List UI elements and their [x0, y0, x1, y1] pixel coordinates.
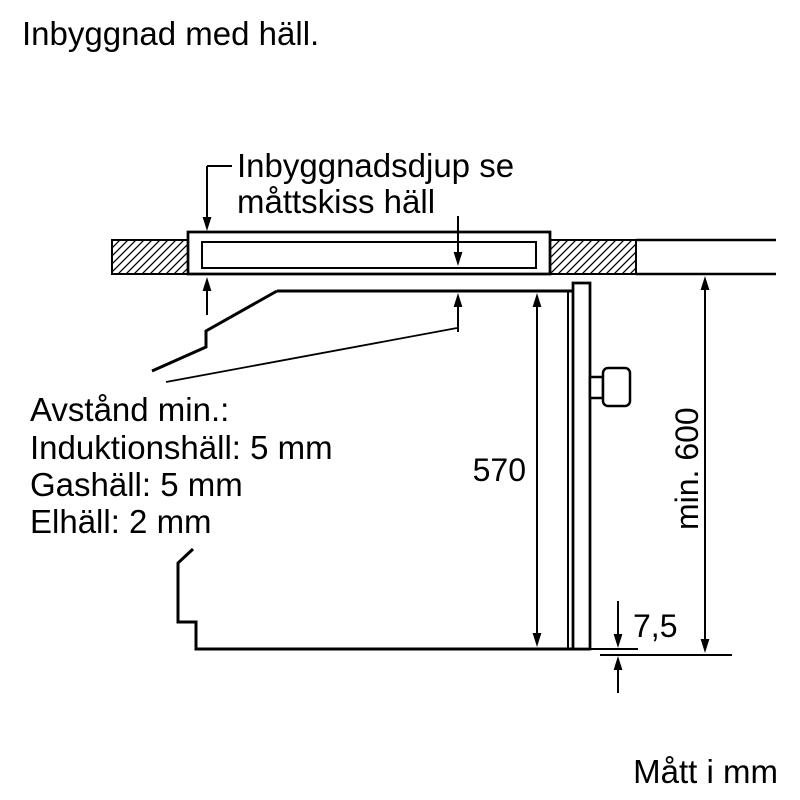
worktop-right-section — [547, 239, 637, 275]
dim-570-arrow-bottom — [532, 633, 542, 647]
oven-cabinet — [151, 289, 590, 651]
dim-7-5-value: 7,5 — [633, 608, 677, 644]
diagram-title: Inbyggnad med häll. — [22, 15, 319, 52]
door-handle-knob — [601, 366, 632, 408]
dim-7-5-arrow-up-head — [613, 656, 623, 670]
cabinet-front-break-line — [151, 289, 278, 373]
hob-depth-label-line1: Inbyggnadsdjup se — [237, 147, 514, 184]
clearance-item-induction: Induktionshäll: 5 mm — [30, 429, 333, 466]
hob-depth-arrow-right-head — [453, 252, 463, 266]
clearance-item-gas: Gashäll: 5 mm — [30, 466, 243, 503]
clearance-heading: Avstånd min.: — [30, 391, 229, 428]
dim-7-5-arrow-down-head — [613, 634, 623, 648]
hob-depth-arrow-left-head — [202, 217, 212, 231]
hob-depth-callout: Inbyggnadsdjup se måttskiss häll — [202, 147, 514, 266]
clearance-item-electric: Elhäll: 2 mm — [30, 503, 212, 540]
clearance-leader-line — [165, 327, 458, 383]
cabinet-bottom-outline — [176, 547, 590, 651]
dim-min-600: min. 600 — [669, 276, 710, 653]
dim-min-600-arrow-bottom — [700, 639, 710, 653]
dim-min-600-arrow-top — [700, 276, 710, 290]
units-note: Mått i mm — [633, 753, 778, 790]
worktop-left — [111, 239, 191, 275]
worktop-left-section — [111, 239, 191, 275]
oven-door-panel — [571, 281, 592, 651]
clearance-arrow-left-head — [202, 277, 212, 291]
oven-door — [571, 281, 632, 651]
hob-tub — [201, 241, 537, 269]
dim-min-600-value: min. 600 — [669, 407, 705, 530]
dim-570: 570 — [473, 293, 542, 647]
clearance-arrow-right-head — [453, 293, 463, 307]
hob — [186, 230, 552, 276]
clearance-callout: Avstånd min.: Induktionshäll: 5 mm Gashä… — [30, 277, 463, 540]
dim-570-value: 570 — [473, 452, 526, 488]
worktop-right — [547, 238, 776, 276]
hob-depth-label-line2: måttskiss häll — [237, 183, 435, 220]
dim-570-arrow-top — [532, 293, 542, 307]
door-handle-stem — [588, 375, 605, 400]
dim-7-5: 7,5 — [590, 601, 732, 693]
